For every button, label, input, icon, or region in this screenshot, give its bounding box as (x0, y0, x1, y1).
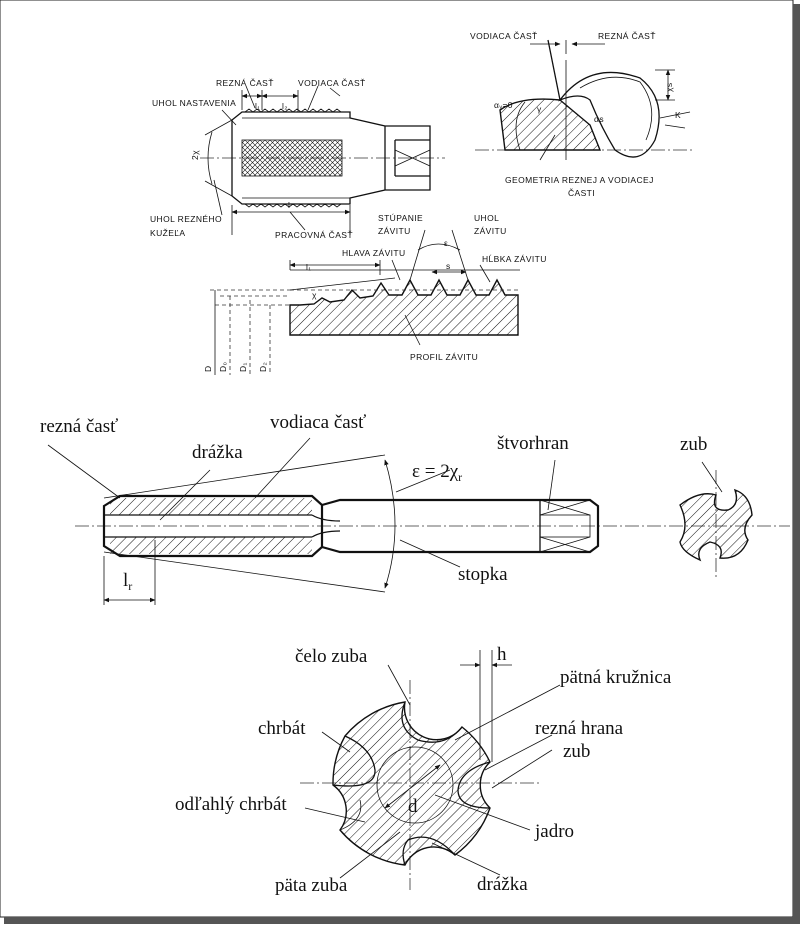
core-diameter-label: d (408, 796, 418, 817)
geometry-title-line2: ČASTI (568, 188, 595, 198)
k-label: K (675, 110, 681, 120)
profil-zavitu-label: PROFIL ZÁVITU (410, 352, 478, 362)
d0-diameter-label: D₀ (218, 361, 228, 372)
pata-zuba-label: päta zuba (275, 875, 348, 896)
rezna-cast-label: rezná časť (40, 416, 118, 437)
patna-kruznica-label: pätná kružnica (560, 667, 672, 688)
s-label: s (446, 261, 451, 271)
top-l1-label: l₁ (255, 101, 261, 111)
odlahly-chrbat-label: odľahlý chrbát (175, 794, 287, 815)
stvorhran-label: štvorhran (497, 433, 569, 454)
zavitu-label-1: ZÁVITU (378, 226, 411, 236)
drazka-label: drážka (192, 442, 243, 463)
h-label: h (497, 644, 507, 665)
zub-small-label: zub (680, 434, 707, 455)
chi-s-label: χs (664, 82, 674, 92)
top-l2-label: l₂ (282, 101, 288, 111)
epsilon-eq-sub: r (458, 470, 462, 484)
geo-rezna-cast: REZNÁ ČASŤ (598, 31, 656, 41)
lr-sub: r (128, 579, 132, 593)
thread-hatch (241, 139, 343, 177)
pracovna-cast-label: PRACOVNÁ ČASŤ (275, 230, 353, 240)
gamma-label: γ (537, 104, 542, 114)
rezna-hrana-label: rezná hrana (535, 718, 624, 739)
uhol-rezneho-label: UHOL REZNÉHO (150, 214, 222, 224)
d2-diameter-label: D₂ (258, 362, 268, 372)
alpha-zero-label: αᵥ=0 (494, 100, 513, 110)
top-rezna-cast: REZNÁ ČASŤ (216, 78, 274, 88)
top-l-label: l (288, 200, 290, 210)
zub-label: zub (563, 741, 590, 762)
kuzela-label: KUŽEĽA (150, 228, 185, 238)
vodiaca-cast-label: vodiaca časť (270, 412, 366, 433)
thread-profile-figure: l₁ χ STÚPANIE ZÁVITU UHOL ZÁVITU HLAVA Z… (203, 213, 547, 375)
thread-upper-hatch (110, 498, 312, 515)
two-chi-label: 2χ (190, 150, 200, 160)
lr-text: l (123, 570, 128, 591)
epsilon-small-label: ε (444, 238, 448, 248)
d1-diameter-label: D₁ (238, 362, 248, 372)
top-tap-figure: REZNÁ ČASŤ VODIACA ČASŤ UHOL NASTAVENIA … (150, 78, 445, 240)
thread-lower-hatch (110, 537, 312, 554)
small-cross-section: zub (679, 434, 753, 580)
uhol-nastavenia-label: UHOL NASTAVENIA (152, 98, 236, 108)
epsilon-eq-text: ε = 2χ (412, 461, 459, 482)
hlava-zavitu-label: HLAVA ZÁVITU (342, 248, 406, 258)
main-tap-figure: rezná časť vodiaca časť drážka štvorhran… (40, 412, 790, 605)
jadro-label: jadro (534, 821, 574, 842)
zavitu-label-2: ZÁVITU (474, 226, 507, 236)
profile-chi-label: χ (312, 290, 317, 300)
alpha-s-label: αs (594, 114, 604, 124)
lr-label: lr (123, 570, 132, 593)
chrbat-label: chrbát (258, 718, 306, 739)
geometry-title-line1: GEOMETRIA REZNEJ A VODIACEJ (505, 175, 654, 185)
d-diameter-label: D (203, 365, 213, 372)
profile-l1-label: l₁ (306, 262, 312, 272)
geo-vodiaca-cast: VODIACA ČASŤ (470, 31, 538, 41)
top-vodiaca-cast: VODIACA ČASŤ (298, 78, 366, 88)
large-cross-section: h čelo zuba pätná kružnica rezná hrana z… (175, 644, 672, 896)
stopka-label: stopka (458, 564, 508, 585)
celo-zuba-label: čelo zuba (295, 646, 368, 667)
uhol-label: UHOL (474, 213, 499, 223)
epsilon-equation: ε = 2χr (412, 461, 462, 484)
hlbka-zavitu-label: HĹBKA ZÁVITU (482, 254, 547, 264)
stupanie-label: STÚPANIE (378, 213, 423, 223)
geometry-figure: VODIACA ČASŤ REZNÁ ČASŤ αᵥ=0 γ αs χs K G… (470, 31, 695, 198)
drazka-section-label: drážka (477, 874, 528, 895)
